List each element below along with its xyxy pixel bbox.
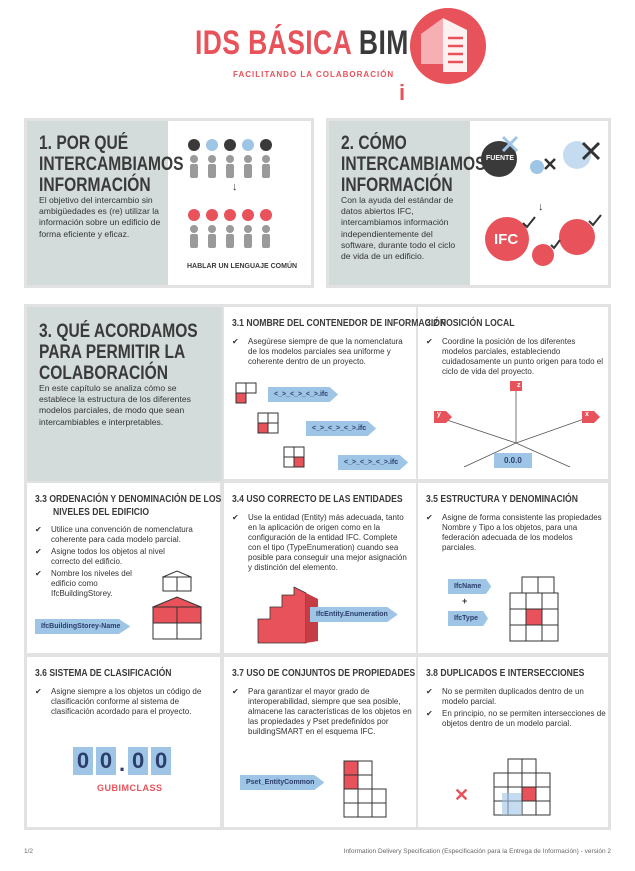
section-2-title: 2. CÓMO INTERCAMBIAMOS INFORMACIÓN [341,133,486,196]
ifc-exchange-icon [481,135,602,266]
section-2-arrow-icon: ↓ [538,201,544,213]
section-1-body: El objetivo del intercambio sin ambigüed… [39,195,161,239]
coordinate-axes-icon [434,381,600,468]
section-3-6: 3.6 SISTEMA DE CLASIFICACIÓN Asigne siem… [27,655,222,827]
section-3-2: 3.2 POSICIÓN LOCAL Coordine la posición … [418,307,608,481]
title-dark: BIM [358,24,409,62]
cross-icon: ✕ [454,785,470,805]
storey-building-icon [151,570,203,640]
storey-tag: IfcBuildingStorey-Name [35,619,131,634]
stairs-icon [257,586,318,644]
section-1-title: 1. POR QUÉ INTERCAMBIAMOS INFORMACIÓN [39,133,184,196]
section-1-panel: 1. POR QUÉ INTERCAMBIAMOS INFORMACIÓN El… [27,121,184,285]
section-3-2-bullet: Coordine la posición de los diferentes m… [426,337,606,377]
fuente-label: FUENTE [486,155,514,162]
section-1-caption: HABLAR UN LENGUAJE COMÚN [187,263,298,270]
code-digit: 0 [73,747,93,775]
structure-building-icon [509,576,559,642]
pset-tag: Pset_EntityCommon [240,775,325,790]
ids-logo-icon: i [399,8,486,104]
section-3-1-title: 3.1 NOMBRE DEL CONTENEDOR DE INFORMACIÓN [232,317,447,329]
plus-sign: + [462,596,468,606]
section-2-card: 2. CÓMO INTERCAMBIAMOS INFORMACIÓN Con l… [326,118,611,288]
section-3-8: 3.8 DUPLICADOS E INTERSECCIONES No se pe… [418,655,608,827]
code-digit: 0 [151,747,172,775]
page-subtitle: FACILITANDO LA COLABORACIÓN [233,70,395,79]
section-3-7-title: 3.7 USO DE CONJUNTOS DE PROPIEDADES [232,667,416,679]
section-3-2-title: 3.2 POSICIÓN LOCAL [426,317,515,329]
section-3-8-bullet-1: No se permiten duplicados dentro de un m… [426,687,606,707]
section-3-5: 3.5 ESTRUCTURA Y DENOMINACIÓN Asigne de … [418,481,608,655]
section-3-body: En este capítulo se analiza cómo se esta… [39,383,191,427]
section-3-6-title: 3.6 SISTEMA DE CLASIFICACIÓN [35,667,172,679]
section-1-arrow-icon: ↓ [232,181,238,193]
page-title: IDS BÁSICA BIM [195,24,409,63]
section-3-7: 3.7 USO DE CONJUNTOS DE PROPIEDADES Para… [222,655,418,827]
section-3-1-bullet: Asegúrese siempre de que la nomenclatura… [232,337,412,367]
ifctype-tag: IfcType [448,611,488,626]
section-3-8-bullet-2: En principio, no se permiten interseccio… [426,709,606,729]
section-3-4: 3.4 USO CORRECTO DE LAS ENTIDADES Use la… [222,481,418,655]
section-3-3-bullet-1: Utilice una convención de nomenclatura c… [35,525,215,545]
code-dot: . [119,751,126,776]
section-3-5-title: 3.5 ESTRUCTURA Y DENOMINACIÓN [426,493,578,505]
classification-code: 0 0 . 0 0 [73,747,172,776]
section-3-5-bullet: Asigne de forma consistente las propieda… [426,513,606,553]
code-digit: 0 [128,747,149,775]
section-3-7-bullet: Para garantizar el mayor grado de intero… [232,687,412,737]
origin-badge: 0.0.0 [494,453,532,468]
classification-caption: GUBIMCLASS [97,783,163,793]
section-3-3-bullet-3: Nombre los niveles del edificio como Ifc… [35,569,135,599]
ifcname-tag: IfcName [448,579,492,594]
people-talking-icon [188,139,272,248]
naming-tag-2: <_>_<_>_<_>.ifc [306,421,377,436]
svg-text:i: i [399,80,405,104]
axis-y-label: y [437,411,441,418]
section-3-title: 3. QUÉ ACORDAMOS PARA PERMITIR LA COLABO… [39,321,198,384]
section-3-4-title: 3.4 USO CORRECTO DE LAS ENTIDADES [232,493,403,505]
section-1-card: 1. POR QUÉ INTERCAMBIAMOS INFORMACIÓN El… [24,118,314,288]
page-number: 1/2 [24,848,34,855]
section-3-3-bullet-2: Asigne todos los objetos al nivel correc… [35,547,185,567]
axis-x-label: x [585,411,589,418]
axis-z-label: z [517,382,521,389]
section-3-3-title: 3.3 ORDENACIÓN Y DENOMINACIÓN DE LOS NIV… [35,493,222,518]
footer-text: Information Delivery Specification (Espe… [343,848,611,855]
section-3-card: 3. QUÉ ACORDAMOS PARA PERMITIR LA COLABO… [24,304,611,830]
section-2-body: Con la ayuda del estándar de datos abier… [341,195,456,262]
section-3-3: 3.3 ORDENACIÓN Y DENOMINACIÓN DE LOS NIV… [27,481,222,655]
section-2-panel: 2. CÓMO INTERCAMBIAMOS INFORMACIÓN Con l… [329,121,486,285]
section-3-6-bullet: Asigne siempre a los objetos un código d… [35,687,215,717]
pset-building-icon [343,760,387,818]
section-3-8-title: 3.8 DUPLICADOS E INTERSECCIONES [426,667,585,679]
entity-tag: IfcEntity.Enumeration [310,607,398,622]
duplicate-building-icon [493,758,551,816]
section-3-4-bullet: Use la entidad (Entity) más adecuada, ta… [232,513,412,573]
section-3-panel: 3. QUÉ ACORDAMOS PARA PERMITIR LA COLABO… [27,307,222,481]
naming-tag-1: <_>_<_>_<_>.ifc [268,387,339,402]
code-digit: 0 [96,747,116,775]
ifc-label: IFC [494,231,519,248]
section-3-1: 3.1 NOMBRE DEL CONTENEDOR DE INFORMACIÓN… [222,307,446,481]
buildings-icon [235,382,305,468]
title-red: IDS BÁSICA [195,24,352,62]
naming-tag-3: <_>_<_>_<_>.ifc [338,455,409,470]
